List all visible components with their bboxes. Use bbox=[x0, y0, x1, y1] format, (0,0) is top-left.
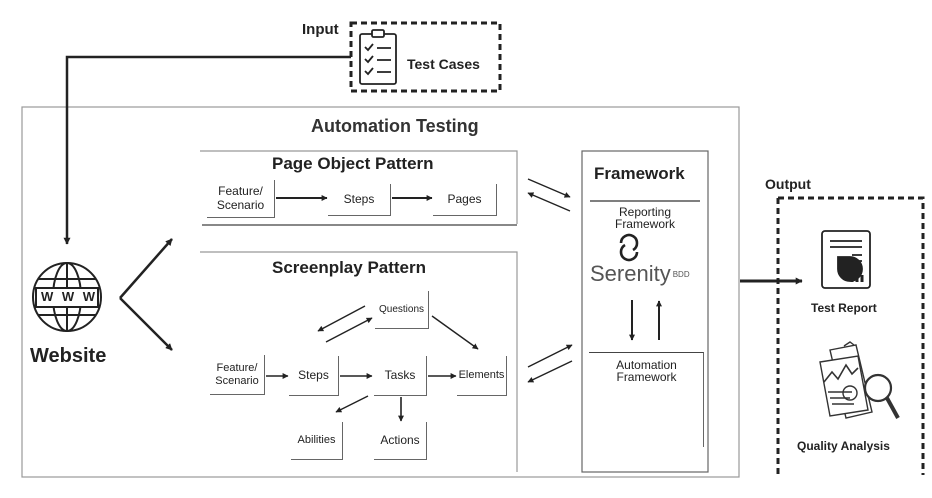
automation-testing-title: Automation Testing bbox=[311, 116, 479, 136]
output-dashed-box bbox=[778, 196, 925, 475]
test-report-label[interactable]: Test Report bbox=[811, 301, 877, 315]
automation-framework-label: Automation Framework bbox=[589, 359, 704, 383]
website-label[interactable]: Website bbox=[30, 345, 107, 367]
test-cases-label: Test Cases bbox=[407, 56, 480, 72]
reporting-framework-label: Reporting Framework bbox=[582, 206, 708, 230]
page-object-pages-box[interactable]: Pages bbox=[433, 184, 497, 216]
input-to-website-arrow bbox=[63, 55, 351, 245]
report-icon bbox=[821, 230, 871, 289]
www-letter: W bbox=[82, 289, 95, 304]
bdd-word: BDD bbox=[672, 269, 690, 279]
screenplay-tasks-box[interactable]: Tasks bbox=[374, 356, 427, 396]
quality-analysis-label[interactable]: Quality Analysis bbox=[797, 439, 890, 453]
www-letter: W bbox=[61, 289, 75, 304]
scenario-line: Scenario bbox=[216, 197, 265, 212]
quality-analysis-icon bbox=[819, 341, 900, 419]
screenplay-actions-box[interactable]: Actions bbox=[374, 422, 427, 460]
screenplay-feature-box[interactable]: Feature/ Scenario bbox=[210, 355, 265, 395]
page-object-pattern-title: Page Object Pattern bbox=[272, 154, 434, 173]
feature-line: Feature/ bbox=[218, 184, 263, 199]
website-to-page-object-arrow bbox=[119, 238, 173, 299]
input-label: Input bbox=[302, 21, 339, 38]
globe-icon bbox=[32, 262, 102, 332]
clipboard-checklist-icon bbox=[359, 29, 397, 85]
screenplay-questions-box[interactable]: Questions bbox=[375, 291, 429, 329]
output-label: Output bbox=[765, 176, 811, 192]
automation-testing-container bbox=[21, 106, 740, 478]
page-object-panel-border bbox=[200, 150, 518, 224]
framework-line: Framework bbox=[614, 217, 675, 231]
screenplay-abilities-box[interactable]: Abilities bbox=[291, 422, 343, 460]
reporting-line: Reporting bbox=[618, 205, 672, 219]
serenity-word: Serenity bbox=[590, 261, 671, 286]
framework-title: Framework bbox=[594, 164, 685, 183]
page-object-feature-box[interactable]: Feature/ Scenario bbox=[207, 180, 275, 218]
serenity-logo-icon bbox=[619, 233, 639, 262]
screenplay-steps-box[interactable]: Steps bbox=[289, 356, 339, 396]
www-label: W W W bbox=[41, 289, 95, 304]
screenplay-pattern-title: Screenplay Pattern bbox=[272, 258, 427, 277]
screenplay-elements-box[interactable]: Elements bbox=[457, 356, 507, 396]
screenplay-panel-border bbox=[200, 251, 518, 472]
page-object-steps-box[interactable]: Steps bbox=[328, 184, 391, 216]
website-to-screenplay-arrow bbox=[119, 297, 173, 351]
selenium-logo-text: Se bbox=[623, 414, 648, 436]
automation-line: Automation bbox=[616, 358, 677, 372]
scenario-line: Scenario bbox=[215, 374, 259, 387]
framework-line: Framework bbox=[616, 370, 677, 384]
automation-framework-box[interactable] bbox=[589, 352, 704, 447]
www-letter: W bbox=[41, 289, 54, 304]
feature-line: Feature/ bbox=[216, 362, 258, 375]
